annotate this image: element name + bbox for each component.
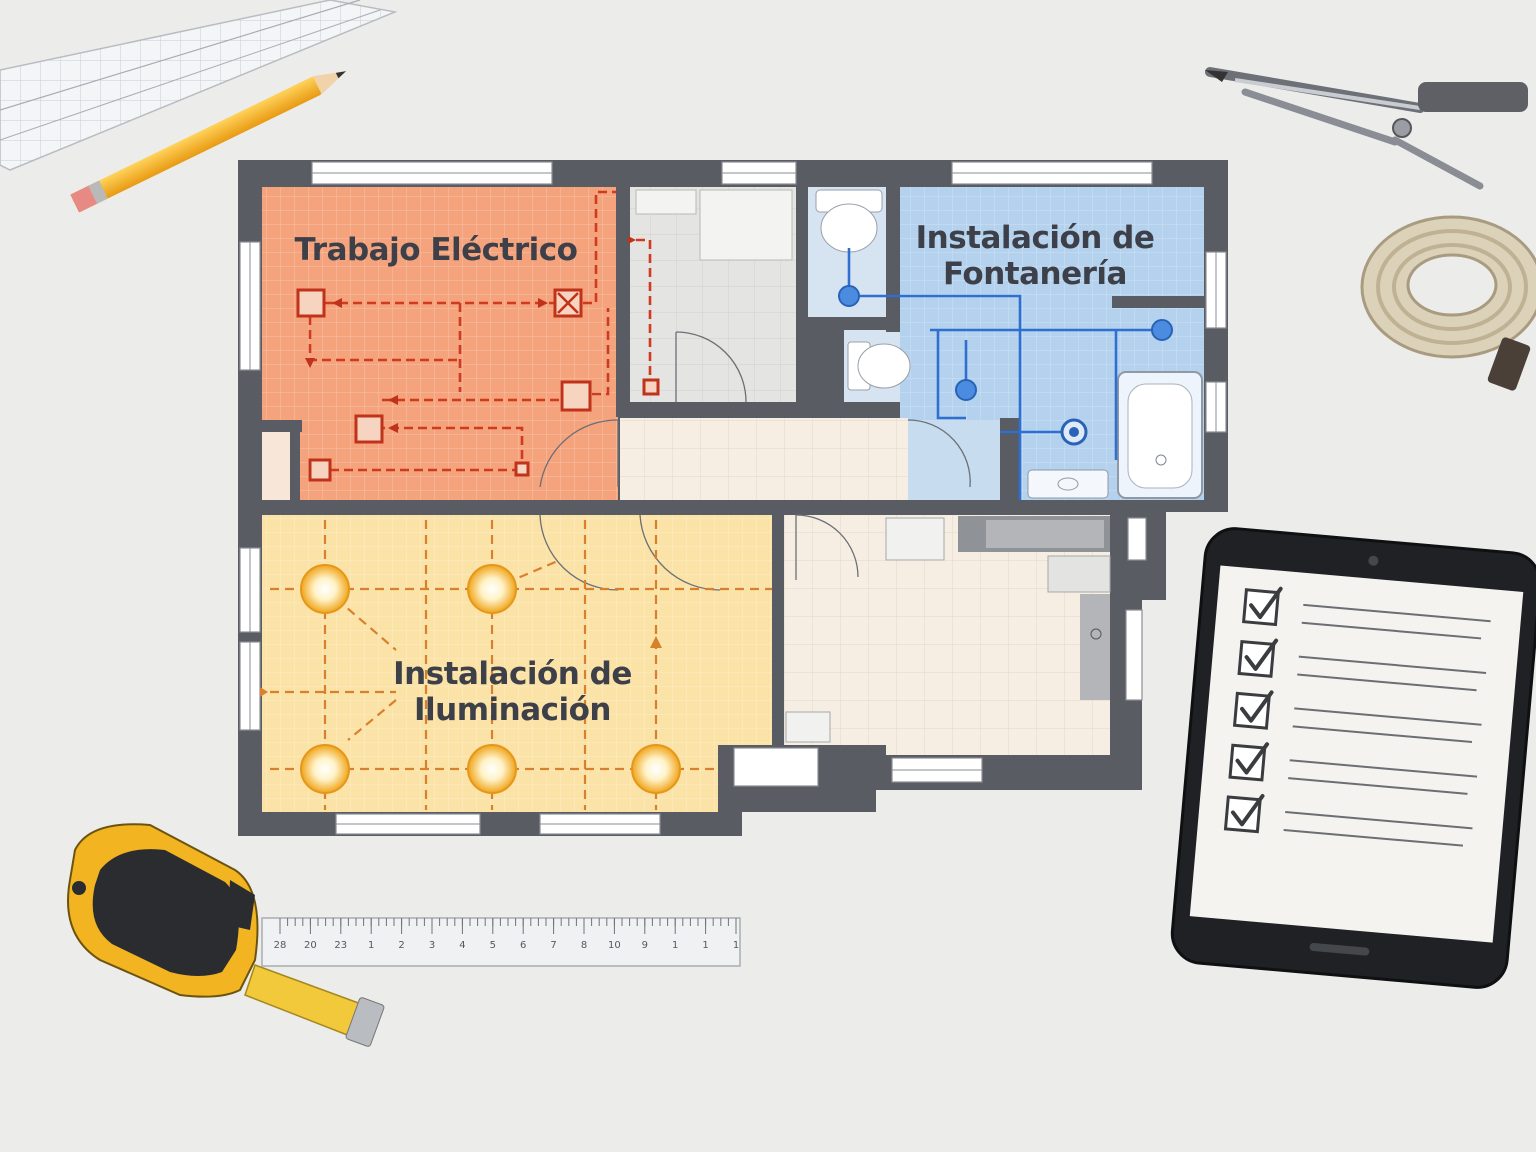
lighting-zone-title-line1: Instalación de xyxy=(393,656,632,692)
lighting-zone-title-line2: Iluminación xyxy=(413,692,612,728)
fixtures xyxy=(635,189,1203,743)
electric-wiring xyxy=(308,190,652,472)
ruler-number: 3 xyxy=(429,940,435,951)
electric-zone xyxy=(262,187,618,500)
ruler-number: 7 xyxy=(550,940,556,951)
water-pipe-node-icon xyxy=(838,285,1173,446)
lighting-zone-label: Instalación de Iluminación xyxy=(370,656,655,728)
ruler-number: 10 xyxy=(608,940,621,951)
rolled-tape xyxy=(1360,215,1536,391)
rolled-blueprint xyxy=(0,0,398,171)
plumbing-zone-label: Instalación de Fontanería xyxy=(900,220,1170,292)
ruler-number: 1 xyxy=(702,940,708,951)
ruler-number: 1 xyxy=(733,940,739,951)
electric-zone-label: Trabajo Eléctrico xyxy=(262,232,610,268)
ruler-number: 6 xyxy=(520,940,526,951)
pencil xyxy=(70,71,347,213)
hallway xyxy=(620,418,908,500)
tablet xyxy=(1170,527,1536,989)
kitchen xyxy=(784,515,1114,755)
checkbox-checked-icon xyxy=(1223,588,1280,834)
plumbing-zone-title-line1: Instalación de xyxy=(915,220,1155,256)
ruler-number: 8 xyxy=(581,940,587,951)
electric-zone-title: Trabajo Eléctrico xyxy=(294,232,578,268)
ruler-number: 23 xyxy=(334,940,347,951)
outlet-icon xyxy=(296,288,660,482)
ruler-number: 5 xyxy=(490,940,496,951)
ruler-number: 9 xyxy=(642,940,648,951)
checklist-lines xyxy=(1283,603,1491,847)
ruler-number: 1 xyxy=(672,940,678,951)
ruler-number: 1 xyxy=(368,940,374,951)
ceiling-light-icon xyxy=(300,564,681,794)
drafting-compass xyxy=(1205,67,1528,190)
tape-measure xyxy=(67,823,385,1047)
ruler-number: 2 xyxy=(398,940,404,951)
ruler-number: 20 xyxy=(304,940,317,951)
ruler-number: 4 xyxy=(459,940,465,951)
plumbing-pipes xyxy=(847,248,1160,500)
floor-plan xyxy=(238,160,1228,836)
plumbing-zone-title-line2: Fontanería xyxy=(943,256,1127,292)
ruler-number: 28 xyxy=(274,940,287,951)
lighting-zone xyxy=(262,515,772,812)
